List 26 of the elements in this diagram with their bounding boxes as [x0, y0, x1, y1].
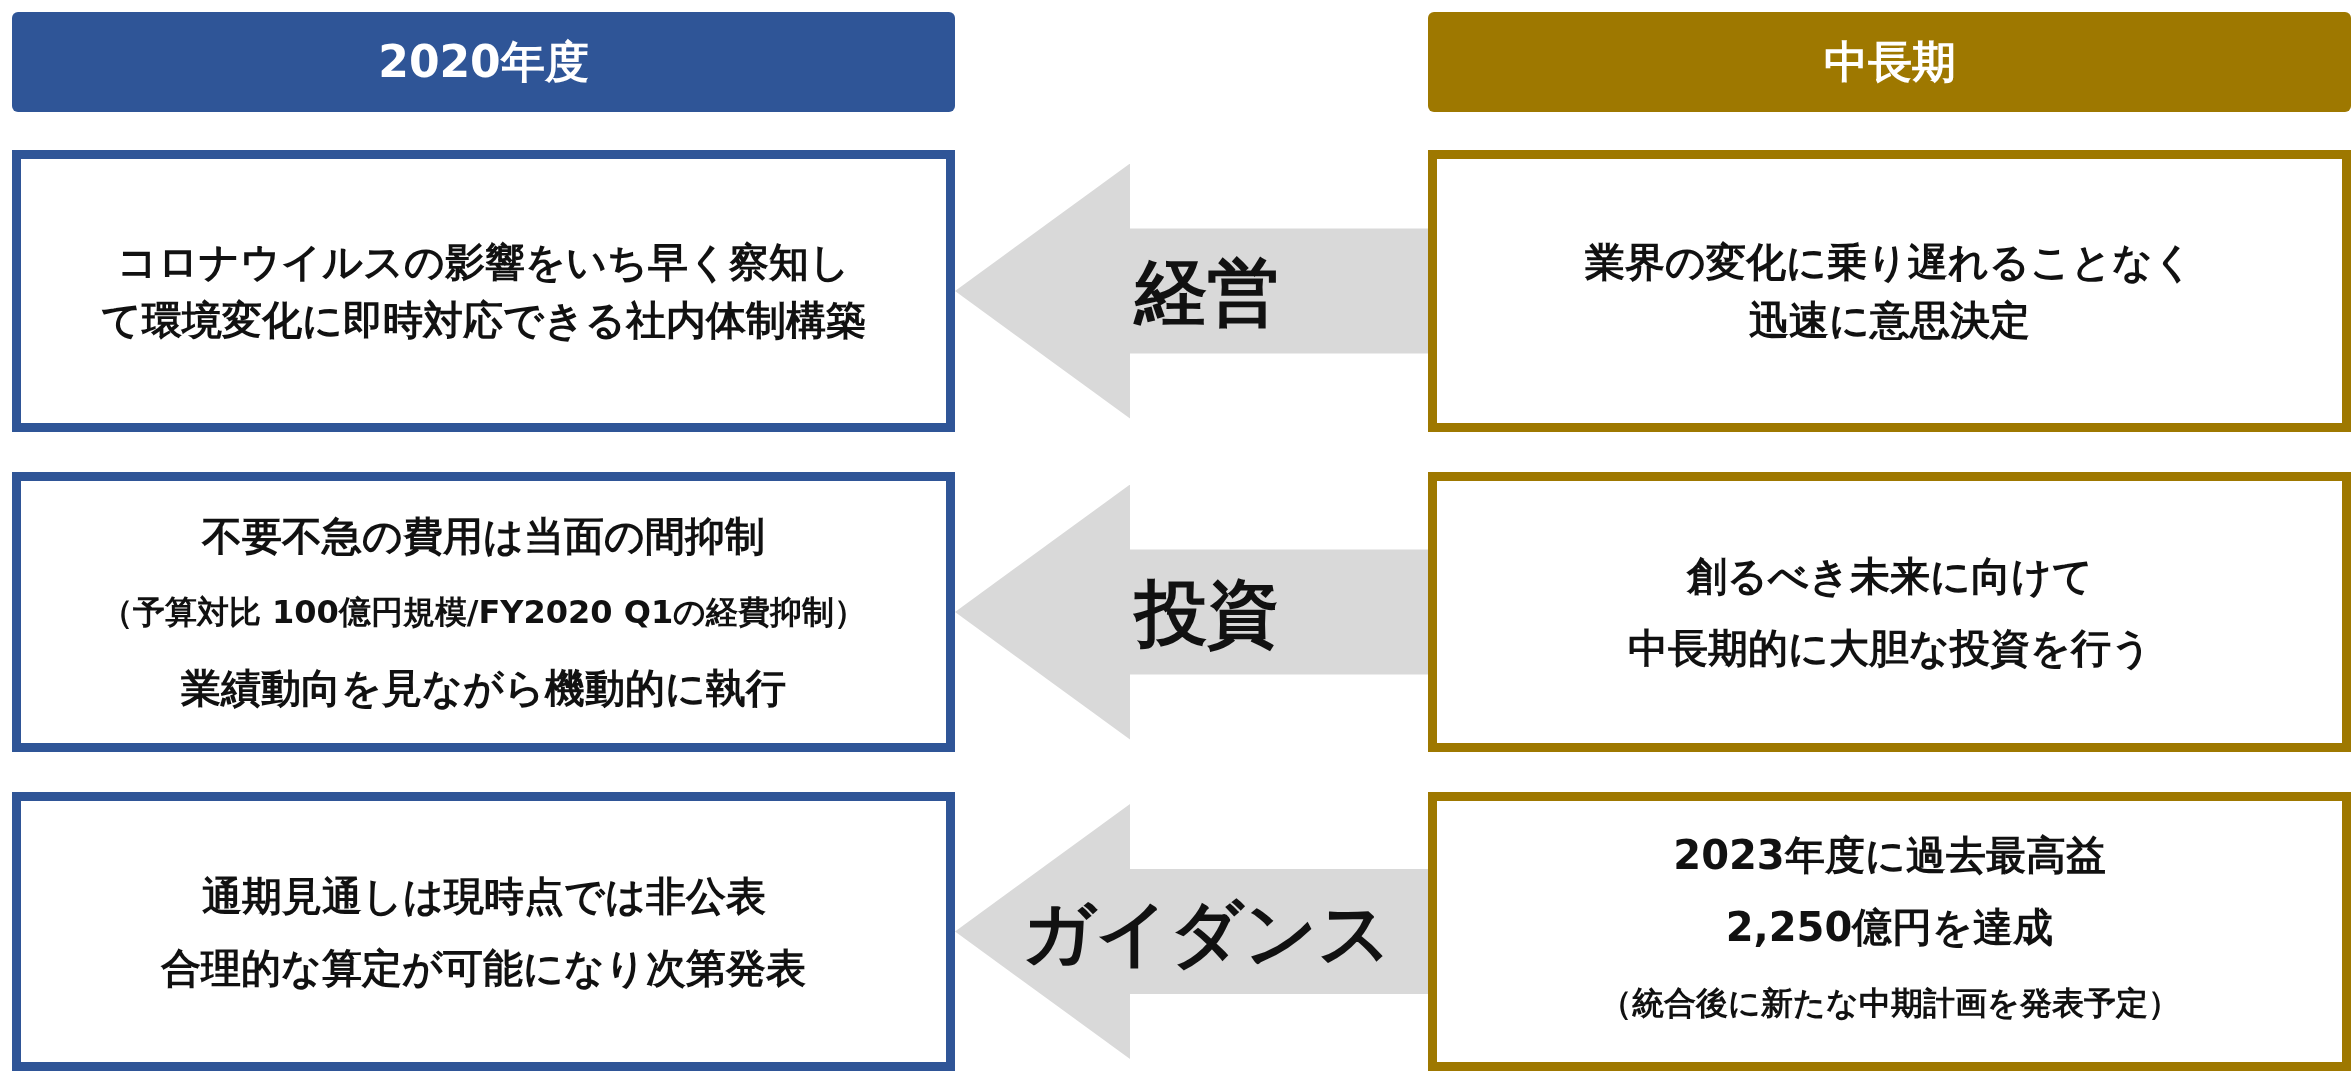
box-text: 中長期的に大胆な投資を行う	[1627, 624, 2152, 673]
text-box	[12, 792, 955, 1071]
box-text: 創るべき未来に向けて	[1686, 552, 2093, 601]
text-box	[1428, 792, 2351, 1071]
edge-label: ガイダンス	[1022, 889, 1392, 977]
box-text: 通期見通しは現時点では非公表	[201, 871, 766, 921]
box-text: （予算対比 100億円規模/FY2020 Q1の経費抑制）	[100, 591, 867, 633]
arrow	[955, 804, 1428, 1059]
box-text: 不要不急の費用は当面の間抑制	[202, 511, 765, 561]
edge-label: 投資	[1135, 570, 1279, 657]
column-header: 2020年度	[12, 12, 955, 112]
text-box	[1428, 150, 2351, 432]
arrow	[955, 484, 1428, 740]
arrow	[955, 163, 1428, 419]
text-box	[12, 150, 955, 432]
column-header: 中長期	[1428, 12, 2351, 112]
box-text: 2,250億円を達成	[1725, 903, 2054, 953]
box-text: 業界の変化に乗り遅れることなく迅速に意思決定	[1584, 238, 2195, 345]
box-text: 2023年度に過去最高益	[1673, 831, 2106, 881]
box-text: コロナウイルスの影響をいち早く察知して環境変化に即時対応できる社内体制構築	[100, 238, 867, 345]
text-box	[1428, 472, 2351, 752]
box-text: （統合後に新たな中期計画を発表予定）	[1599, 983, 2180, 1025]
box-text: 合理的な算定が可能になり次第発表	[161, 943, 806, 993]
edge-label: 経営	[1135, 249, 1279, 336]
box-text: 業績動向を見ながら機動的に執行	[181, 664, 786, 714]
text-box	[12, 472, 955, 752]
